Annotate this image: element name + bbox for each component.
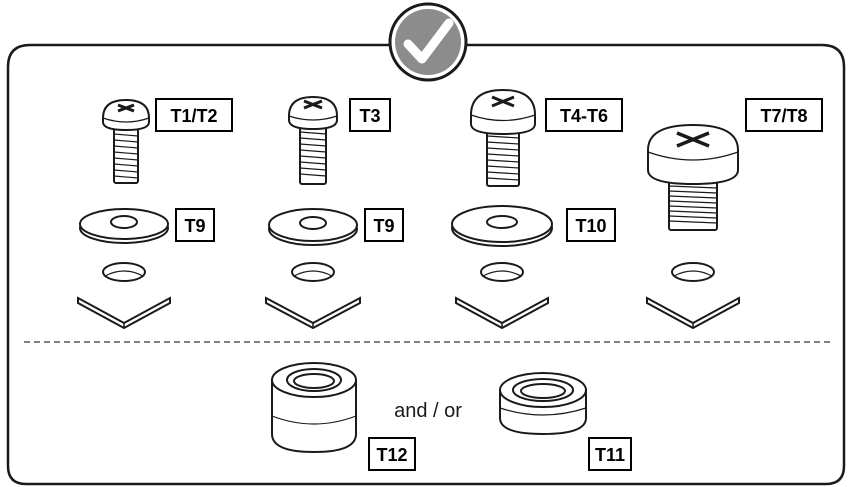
washer-label-tag: T9 bbox=[175, 208, 215, 242]
mounting-plate bbox=[455, 296, 549, 330]
washer-label-tag: T10 bbox=[566, 208, 616, 242]
screw-t1-t2 bbox=[102, 98, 150, 184]
mounting-plate bbox=[646, 296, 740, 330]
washer bbox=[451, 205, 553, 247]
screw-label-tag: T1/T2 bbox=[155, 98, 233, 132]
screw-label-tag: T7/T8 bbox=[745, 98, 823, 132]
mounting-hole bbox=[480, 262, 524, 282]
large-spacer-label-tag: T12 bbox=[368, 437, 416, 471]
and-or-text: and / or bbox=[394, 400, 462, 422]
phillips-cross-icon bbox=[117, 103, 135, 113]
screw-threads bbox=[486, 135, 520, 181]
washer-label: T10 bbox=[575, 216, 606, 236]
mounting-hole bbox=[291, 262, 335, 282]
screw-t3 bbox=[288, 95, 338, 185]
large-spacer bbox=[271, 362, 357, 454]
screw-label: T1/T2 bbox=[170, 106, 217, 126]
large-spacer-label: T12 bbox=[376, 445, 407, 465]
screw-t4-t6 bbox=[470, 88, 536, 187]
washer-label: T9 bbox=[373, 216, 394, 236]
screw-label: T7/T8 bbox=[760, 106, 807, 126]
screw-threads bbox=[299, 131, 327, 177]
panel-frame bbox=[6, 43, 846, 486]
washer bbox=[268, 208, 358, 246]
checkmark-icon bbox=[403, 18, 454, 64]
small-spacer-label: T11 bbox=[595, 445, 625, 465]
mounting-plate bbox=[77, 296, 171, 330]
small-spacer bbox=[499, 372, 587, 436]
mounting-hole bbox=[671, 262, 715, 282]
small-spacer-label-tag: T11 bbox=[588, 437, 632, 471]
checkmark-badge bbox=[388, 2, 468, 82]
mounting-plate bbox=[265, 296, 361, 330]
screw-t7-t8 bbox=[647, 123, 739, 231]
phillips-cross-icon bbox=[676, 131, 710, 148]
screw-threads bbox=[113, 133, 139, 179]
washer-label-tag: T9 bbox=[364, 208, 404, 242]
screw-label-tag: T3 bbox=[349, 98, 391, 132]
phillips-cross-icon bbox=[491, 95, 515, 108]
mounting-hole bbox=[102, 262, 146, 282]
screw-threads bbox=[668, 185, 718, 224]
screw-label: T3 bbox=[359, 106, 380, 126]
washer-label: T9 bbox=[184, 216, 205, 236]
screw-label-tag: T4-T6 bbox=[545, 98, 623, 132]
screw-label: T4-T6 bbox=[560, 106, 608, 126]
phillips-cross-icon bbox=[303, 99, 323, 110]
washer bbox=[79, 208, 169, 244]
